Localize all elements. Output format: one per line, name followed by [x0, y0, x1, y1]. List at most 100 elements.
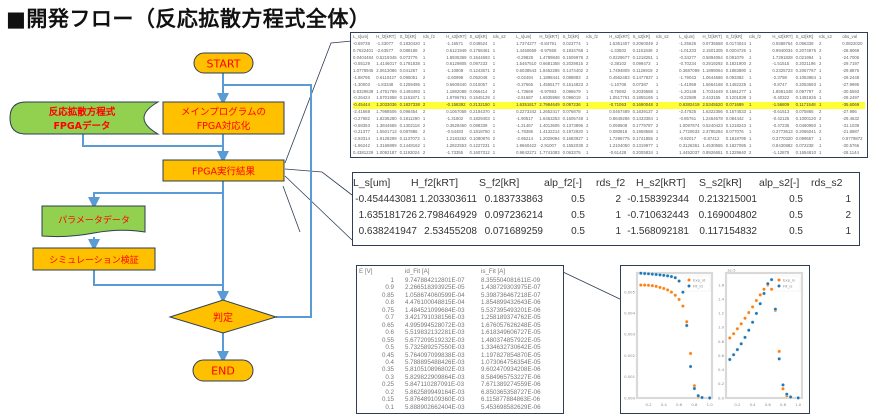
table-cell: 0.3687099	[679, 68, 700, 74]
start-node[interactable]: START	[193, 52, 254, 74]
table-cell: 0.8	[385, 299, 394, 307]
table-cell: -2.60998	[446, 75, 464, 80]
table-cell: 0.1080876	[469, 136, 490, 142]
table-cell: 1	[749, 95, 752, 101]
data-point-exp_is	[739, 321, 744, 326]
table-cell: 0.0460950	[795, 122, 816, 128]
end-node[interactable]: END	[192, 359, 254, 382]
table-cell: 2	[818, 88, 822, 94]
data-point-fit_is	[781, 383, 785, 387]
table-cell: 0.3126361	[679, 143, 700, 148]
table-cell: 1.5701958	[376, 95, 397, 101]
table-cell: 0.6382419	[679, 102, 700, 108]
table-cell: 2	[422, 47, 426, 53]
table-cell: 0.1811290	[399, 115, 420, 121]
table-cell: -0.158392	[446, 102, 466, 108]
table-cell: 5.537395493201E-06	[481, 306, 541, 314]
table-cell: 0.093382	[725, 75, 744, 80]
table-cell: 2	[818, 109, 822, 114]
table-cell: 0.1545129	[469, 95, 490, 101]
data-point-exp_id	[684, 319, 689, 324]
table-cell: 0.071689259	[484, 226, 543, 237]
column-header: is_Fit [A]	[481, 268, 506, 275]
input-data-node[interactable]: 反応拡散方程式 FPGAデータ	[9, 101, 160, 135]
table-cell: 5.847110287091E-03	[405, 381, 465, 389]
decision-node[interactable]: 判定	[168, 299, 278, 334]
table-cell: 1	[655, 95, 659, 101]
column-header: S_f2[kR]	[725, 34, 743, 39]
table-cell: 2	[615, 194, 621, 205]
data-point-fit_id	[646, 271, 651, 276]
table-cell: 0.6	[385, 329, 394, 337]
y-tick-label: 0.003	[624, 332, 635, 337]
simulation-node[interactable]: シミュレーション検証	[32, 247, 156, 271]
y-tick-label: 1.2	[718, 311, 725, 316]
table-cell: 0.1302118	[399, 122, 420, 128]
table-cell: 2.53455208	[424, 226, 477, 237]
param-data-node[interactable]: パラメータデータ	[41, 205, 146, 238]
table-cell: 0.5	[571, 194, 585, 205]
table-cell: 1.5664168	[702, 81, 723, 87]
data-point-fit_is	[762, 291, 766, 296]
y-tick-label: 0.004	[624, 311, 635, 316]
table-cell: -31.1039	[842, 122, 860, 128]
table-cell: 0.3773613	[772, 129, 793, 135]
table-cell: 1	[749, 109, 752, 114]
table-cell: 0.5	[789, 210, 803, 221]
column-header: alp_f2[-]	[544, 177, 582, 189]
table-cell: 0.076878	[562, 109, 581, 114]
table-cell: 1	[655, 143, 659, 148]
table-cell: -2.91007	[539, 143, 557, 148]
table-cell: 1	[492, 81, 496, 87]
table-cell: 5.677209519232E-03	[405, 336, 465, 344]
table-cell: 0.1830420	[399, 41, 420, 46]
table-cell: 0.2325723	[772, 68, 793, 74]
table-cell: 1	[845, 226, 851, 237]
table-cell: 1	[818, 68, 822, 74]
table-cell: 0.097236	[562, 102, 581, 108]
table-cell: -1.90517	[516, 115, 534, 121]
table-cell: -0.92017	[679, 136, 697, 142]
table-cell: -1.33502	[609, 47, 627, 53]
table-cell: 1.4789848	[539, 54, 560, 60]
table-cell: 0.07387	[632, 81, 649, 87]
table-cell: 2	[585, 75, 589, 80]
main-program-node[interactable]: メインプログラムの FPGA対応化	[162, 101, 285, 135]
table-cell: -0.37665	[516, 81, 534, 87]
data-point-exp_is	[750, 304, 755, 309]
table-cell: 1	[585, 41, 589, 46]
table-cell: 1.058674060599E-04	[405, 291, 465, 299]
table-cell: 1	[749, 47, 752, 53]
table-cell: 0.023774	[562, 41, 581, 46]
table-cell: 1	[749, 102, 752, 108]
legend-marker	[777, 278, 781, 282]
fpga-result-node[interactable]: FPGA実行結果	[162, 159, 285, 182]
table-cell: 0.6681358	[539, 61, 560, 67]
table-cell: 0.3770320	[772, 136, 793, 142]
table-cell: 0.1781838	[399, 61, 420, 67]
table-cell: 1	[422, 115, 426, 121]
table-cell: 0.097236214	[484, 210, 543, 221]
table-cell: 0.2066041	[795, 129, 816, 135]
table-cell: 0.075865	[795, 109, 814, 114]
table-cell: 9.747884212801E-07	[405, 277, 465, 284]
table-cell: 1	[422, 143, 426, 148]
y-tick-label: 0.2	[718, 381, 725, 386]
table-cell: -0.34277	[679, 54, 697, 60]
axis-offset-label: 1e-5	[727, 268, 736, 273]
table-cell: 1.480374857922E-05	[481, 336, 541, 344]
data-point-fit_is	[765, 281, 770, 286]
table-cell: -1.25625	[679, 41, 697, 46]
column-header: H_f2[kRT]	[376, 34, 396, 39]
column-header: rds_s2	[818, 34, 832, 39]
data-point-fit_id	[684, 323, 689, 328]
table-cell: -0.54483	[446, 129, 464, 135]
x-tick-label: 1.0	[795, 402, 802, 407]
